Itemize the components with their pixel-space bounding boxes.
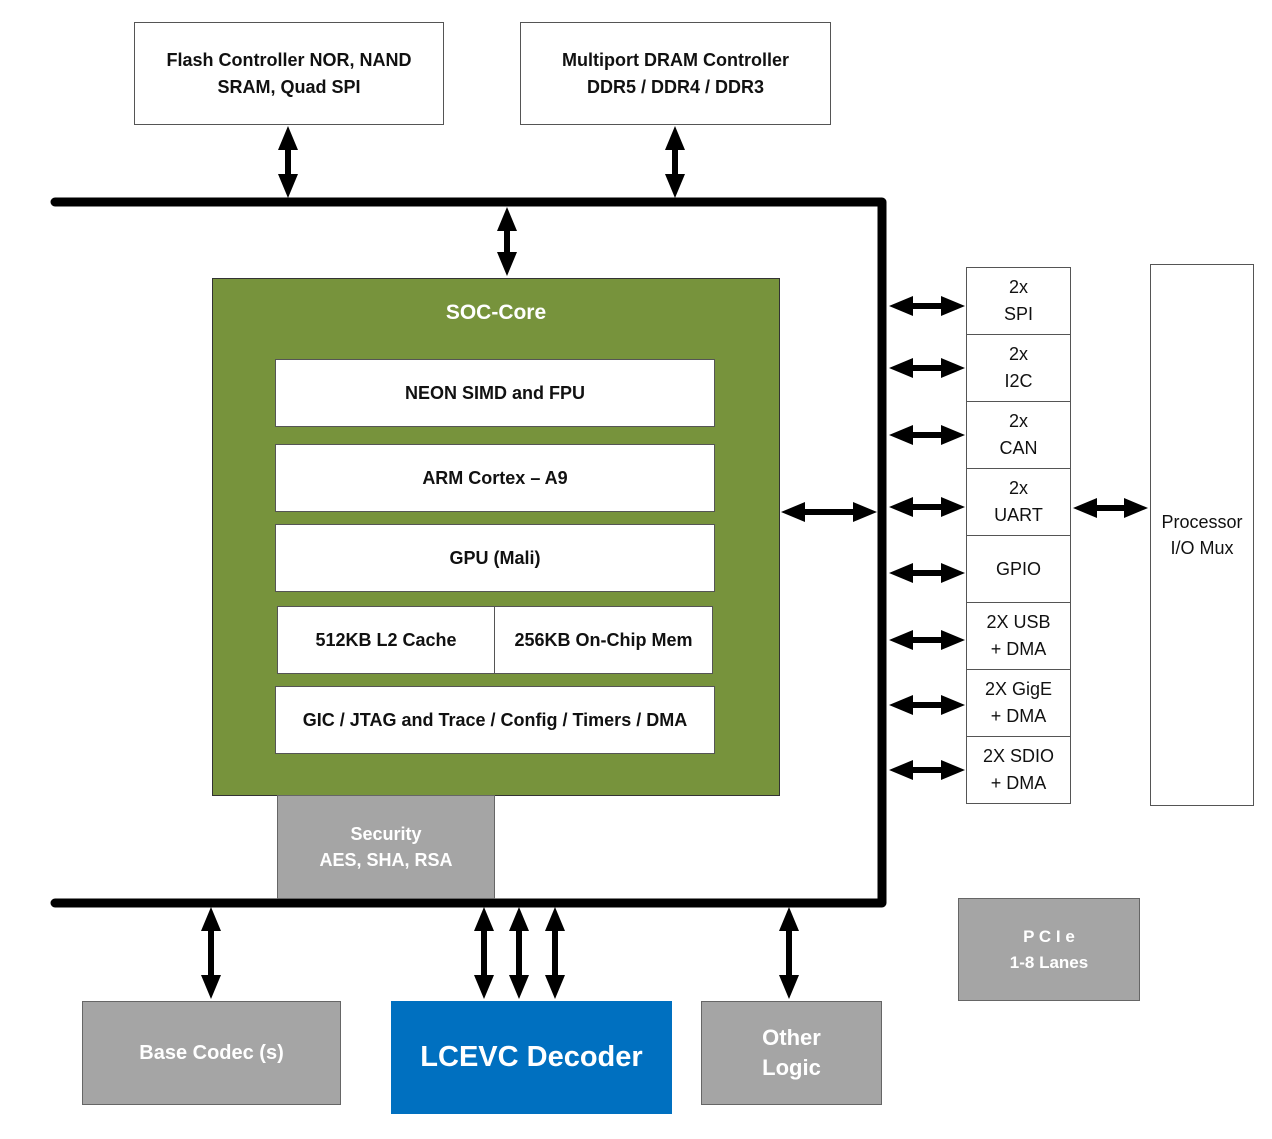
double-arrow-icon xyxy=(665,126,685,198)
processor-io-mux-block: Processor I/O Mux xyxy=(1150,264,1254,806)
peripheral-label: 2x I2C xyxy=(1004,344,1033,391)
peripheral-label: 2X SDIO + DMA xyxy=(982,746,1055,793)
lcevc-decoder-block: LCEVC Decoder xyxy=(391,1001,672,1114)
double-arrow-icon xyxy=(889,630,965,650)
double-arrow-icon xyxy=(497,207,517,276)
arm-cortex-label: ARM Cortex – A9 xyxy=(422,467,568,488)
lcevc-decoder-label: LCEVC Decoder xyxy=(420,1041,643,1073)
l2-cache-block: 512KB L2 Cache xyxy=(277,606,495,674)
security-block: Security AES, SHA, RSA xyxy=(277,795,495,899)
double-arrow-icon xyxy=(278,126,298,198)
peripheral-label: GPIO xyxy=(995,558,1041,579)
peripheral-block: 2X GigE + DMA xyxy=(966,669,1071,737)
double-arrow-icon xyxy=(889,695,965,715)
double-arrow-icon xyxy=(781,502,877,522)
other-logic-label: Other Logic xyxy=(762,1025,821,1080)
peripheral-block: 2x I2C xyxy=(966,334,1071,402)
pcie-block: P C I e 1-8 Lanes xyxy=(958,898,1140,1001)
gpu-label: GPU (Mali) xyxy=(449,547,541,568)
double-arrow-icon xyxy=(889,563,965,583)
soc-core-title: SOC-Core xyxy=(445,301,547,324)
flash-controller-block: Flash Controller NOR, NAND SRAM, Quad SP… xyxy=(134,22,444,125)
double-arrow-icon xyxy=(889,760,965,780)
peripheral-block: 2X USB + DMA xyxy=(966,602,1071,670)
base-codec-block: Base Codec (s) xyxy=(82,1001,341,1105)
peripheral-block: GPIO xyxy=(966,535,1071,603)
double-arrow-icon xyxy=(474,907,494,999)
neon-simd-block: NEON SIMD and FPU xyxy=(275,359,715,427)
double-arrow-icon xyxy=(889,358,965,378)
other-logic-block: Other Logic xyxy=(701,1001,882,1105)
pcie-label: P C I e 1-8 Lanes xyxy=(1009,926,1089,972)
peripheral-label: 2x SPI xyxy=(1003,277,1033,324)
double-arrow-icon xyxy=(201,907,221,999)
peripheral-label: 2X GigE + DMA xyxy=(984,679,1053,726)
flash-controller-label: Flash Controller NOR, NAND SRAM, Quad SP… xyxy=(166,49,412,97)
peripheral-block: 2x UART xyxy=(966,468,1071,536)
security-label: Security AES, SHA, RSA xyxy=(319,824,453,870)
peripheral-label: 2x UART xyxy=(994,478,1043,525)
l2-cache-label: 512KB L2 Cache xyxy=(315,629,457,650)
system-bus xyxy=(50,197,887,908)
arm-cortex-block: ARM Cortex – A9 xyxy=(275,444,715,512)
peripheral-block: 2X SDIO + DMA xyxy=(966,736,1071,804)
peripheral-label: 2x CAN xyxy=(999,411,1038,458)
onchip-mem-label: 256KB On-Chip Mem xyxy=(514,629,693,650)
peripheral-label: 2X USB + DMA xyxy=(986,612,1051,659)
double-arrow-icon xyxy=(889,497,965,517)
double-arrow-icon xyxy=(889,425,965,445)
gpu-block: GPU (Mali) xyxy=(275,524,715,592)
peripheral-block: 2x SPI xyxy=(966,267,1071,335)
dram-controller-block: Multiport DRAM Controller DDR5 / DDR4 / … xyxy=(520,22,831,125)
peripheral-block: 2x CAN xyxy=(966,401,1071,469)
double-arrow-icon xyxy=(779,907,799,999)
base-codec-label: Base Codec (s) xyxy=(139,1041,284,1064)
double-arrow-icon xyxy=(889,296,965,316)
neon-simd-label: NEON SIMD and FPU xyxy=(404,382,585,403)
gic-jtag-label: GIC / JTAG and Trace / Config / Timers /… xyxy=(302,709,688,730)
double-arrow-icon xyxy=(509,907,529,999)
dram-controller-label: Multiport DRAM Controller DDR5 / DDR4 / … xyxy=(562,49,789,97)
onchip-mem-block: 256KB On-Chip Mem xyxy=(494,606,713,674)
double-arrow-icon xyxy=(1073,498,1148,518)
double-arrow-icon xyxy=(545,907,565,999)
gic-jtag-block: GIC / JTAG and Trace / Config / Timers /… xyxy=(275,686,715,754)
io-mux-label: Processor I/O Mux xyxy=(1161,512,1243,558)
